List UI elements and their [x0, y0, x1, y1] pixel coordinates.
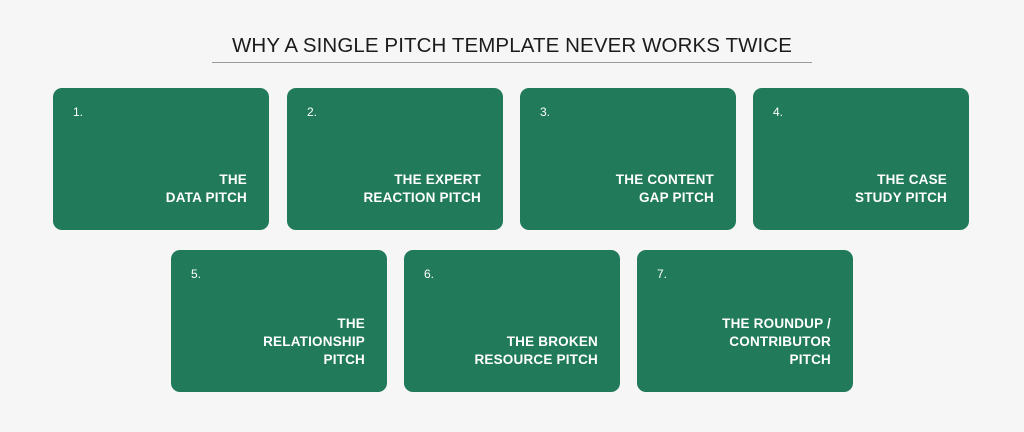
- card-label: THE CONTENT GAP PITCH: [615, 172, 714, 205]
- page-title: WHY A SINGLE PITCH TEMPLATE NEVER WORKS …: [231, 34, 792, 57]
- pitch-card-4: 4. THE CASE STUDY PITCH: [753, 88, 969, 230]
- card-label: THE ROUNDUP / CONTRIBUTOR PITCH: [722, 316, 831, 367]
- card-label: THE DATA PITCH: [165, 172, 247, 205]
- card-number: 7.: [657, 267, 668, 281]
- card-number: 4.: [773, 105, 784, 119]
- pitch-card-6: 6. THE BROKEN RESOURCE PITCH: [404, 250, 620, 392]
- card-number: 1.: [73, 105, 84, 119]
- card-number: 2.: [307, 105, 318, 119]
- card-label: THE CASE STUDY PITCH: [855, 172, 947, 205]
- card-number: 6.: [424, 267, 435, 281]
- pitch-card-1: 1. THE DATA PITCH: [53, 88, 269, 230]
- pitch-card-7: 7. THE ROUNDUP / CONTRIBUTOR PITCH: [637, 250, 853, 392]
- pitch-card-3: 3. THE CONTENT GAP PITCH: [520, 88, 736, 230]
- card-label: THE EXPERT REACTION PITCH: [363, 172, 481, 205]
- pitch-card-5: 5. THE RELATIONSHIP PITCH: [171, 250, 387, 392]
- title-underline: [212, 62, 812, 63]
- pitch-card-2: 2. THE EXPERT REACTION PITCH: [287, 88, 503, 230]
- card-number: 3.: [540, 105, 551, 119]
- card-label: THE BROKEN RESOURCE PITCH: [474, 334, 598, 367]
- card-number: 5.: [191, 267, 202, 281]
- card-label: THE RELATIONSHIP PITCH: [263, 316, 365, 367]
